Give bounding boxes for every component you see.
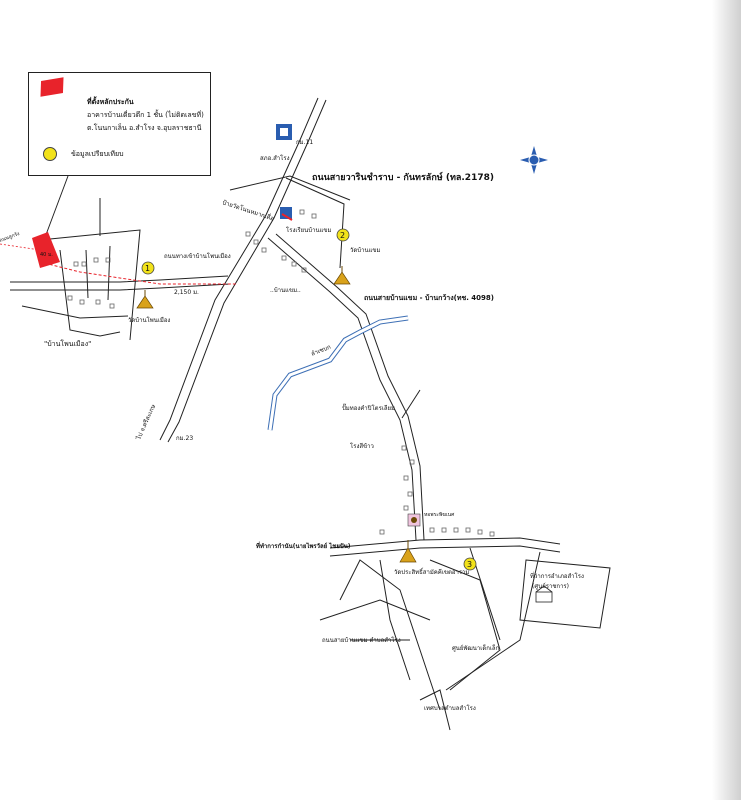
label-district-temple: วัดประสิทธิ์สามัคคีเขตอาราม	[394, 567, 469, 576]
police-icon	[276, 124, 292, 140]
map-legend: ที่ตั้งหลักประกัน อาคารบ้านเดี่ยวตึก 1 ช…	[28, 72, 211, 176]
label-market: ที่ทำการกำนัน(นายไพรวัลย์ ไชยปัน)	[256, 541, 351, 550]
marker-number: 2	[340, 231, 345, 240]
highway-2178-edge-b	[167, 99, 327, 443]
side-road-edge-a	[10, 275, 229, 283]
village-street	[39, 229, 141, 341]
town-road	[445, 551, 541, 691]
legend-compare: ข้อมูลเปรียบเทียบ	[71, 150, 124, 158]
village-street	[85, 249, 89, 299]
village-street	[107, 245, 111, 301]
label-km23: กม.23	[176, 435, 193, 442]
highway-2178-edge-a	[159, 97, 319, 441]
label-sisaket: ไป จ.ศรีสะเกษ	[134, 403, 157, 442]
label-bridge: ปั๊มทองคำปิโตรเลียม	[342, 403, 395, 412]
label-school: โรงเรียนบ้านแขม	[286, 226, 332, 234]
buildings	[67, 209, 495, 537]
town-road	[329, 537, 561, 549]
label-temple-kham: วัดบ้านแขม	[350, 247, 381, 254]
label-site-width: 40 ม.	[40, 252, 53, 258]
label-site-road: ถนนลูกรัง	[0, 231, 21, 244]
legend-pointer	[43, 175, 69, 241]
legend-site-desc1: อาคารบ้านเดี่ยวตึก 1 ชั้น (ไม่ติดเลขที่)	[87, 111, 204, 119]
label-district-office: ที่ว่าการอำเภอสำโรง	[530, 572, 584, 580]
label-court: (ศูนย์ราชการ)	[532, 582, 569, 590]
town-road	[429, 559, 501, 691]
temple-icon	[136, 290, 154, 309]
marker-number: 1	[145, 264, 150, 273]
town-road	[329, 545, 561, 557]
village-street	[59, 249, 121, 337]
road-main-junction	[229, 175, 351, 201]
health-icon	[407, 513, 421, 527]
road-east-branch	[285, 177, 345, 269]
label-police: สภอ.สำโรง	[260, 154, 290, 162]
label-ban-kham: ..บ้านแขม..	[270, 287, 301, 294]
label-distance: 2,150 ม.	[174, 289, 199, 296]
label-road-main: ถนนสายวารินชำราบ - กันทรลักษ์ (ทล.2178)	[312, 171, 494, 183]
distance-line	[39, 261, 236, 285]
compass-icon	[520, 146, 548, 174]
site-marker-icon	[32, 232, 60, 268]
government-icon	[535, 585, 553, 603]
temple-icon	[399, 540, 417, 563]
legend-site-title: ที่ตั้งหลักประกัน	[87, 98, 134, 106]
district-office-compound	[519, 559, 611, 629]
label-village-sign: ป้ายวัดโนนหมากเดื่อ	[221, 198, 275, 222]
road-spur	[401, 389, 421, 419]
label-health: หอพระพิฆเนศ	[424, 511, 455, 518]
village-street	[21, 305, 129, 319]
comparison-marker-2: 2	[336, 228, 350, 242]
town-road	[339, 559, 441, 711]
label-side-road: ถนนทางเข้าบ้านโพนเมือง	[164, 252, 231, 260]
compare-swatch-icon	[43, 147, 57, 161]
town-road	[419, 689, 451, 731]
road-4098-edge-a	[267, 237, 417, 541]
site-road-line	[0, 243, 41, 251]
page-edge-shadow	[712, 0, 741, 800]
road-4098-edge-b	[275, 233, 425, 541]
label-stream: ลำเซบก	[310, 344, 332, 358]
label-temple-phon: วัดบ้านโพนเมือง	[128, 316, 170, 324]
label-road-bottom: ถนนสายบ้านแขม ตำบลสำโรง	[322, 636, 401, 644]
label-hospital: ศูนย์พัฒนาเด็กเล็ก	[452, 643, 500, 652]
comparison-marker-3: 3	[463, 557, 477, 571]
marker-number: 3	[467, 560, 472, 569]
town-road	[379, 559, 411, 681]
label-road-4098: ถนนสายบ้านแขม - บ้านกว้าง(ทช. 4098)	[364, 293, 494, 302]
town-road	[319, 599, 431, 621]
comparison-marker-1: 1	[141, 261, 155, 275]
label-rice-mill: โรงสีข้าว	[350, 442, 374, 450]
stream-water	[268, 316, 409, 431]
temple-icon	[333, 266, 351, 285]
school-icon	[280, 207, 293, 221]
legend-site-desc2: ต.โนนกาเล็น อ.สำโรง จ.อุบลราชธานี	[87, 124, 202, 132]
label-ban-phon: "บ้านโพนเมือง"	[44, 339, 91, 348]
label-km11: กม.11	[296, 139, 313, 146]
label-road-bottom2: เทศบาลตำบลสำโรง	[424, 704, 476, 712]
